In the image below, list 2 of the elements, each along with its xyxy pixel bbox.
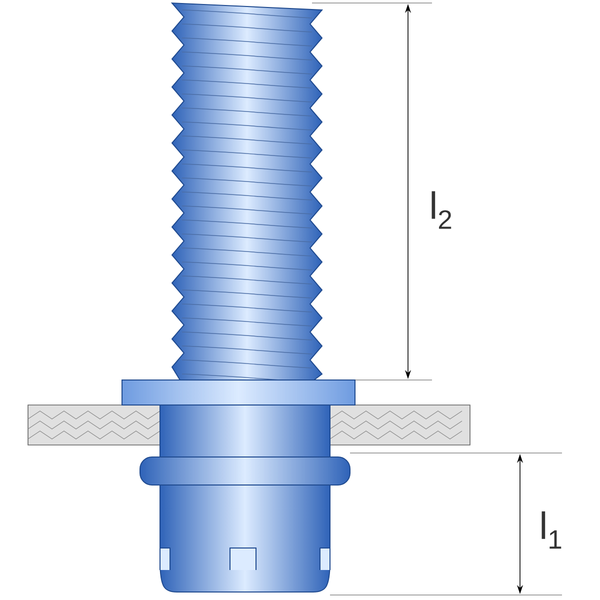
dimension-label: l$_{1}$ — [542, 511, 562, 549]
dimension-label: l$_{2}$ — [432, 191, 452, 229]
